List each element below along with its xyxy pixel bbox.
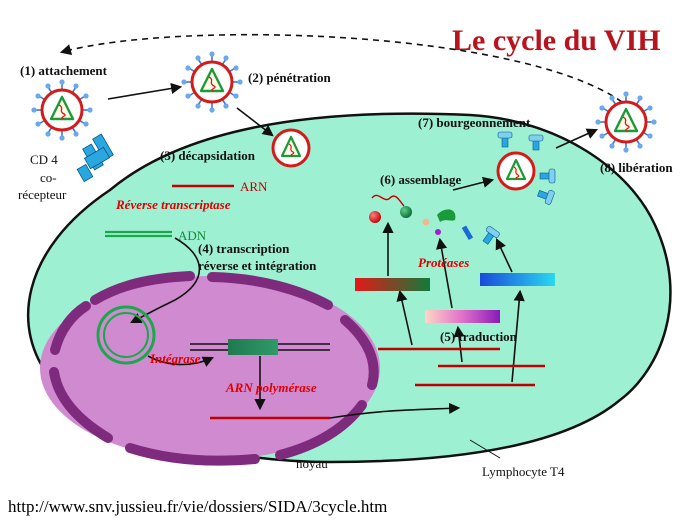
- step-1-label: (1) attachement: [20, 63, 108, 78]
- arrow-dna-nucleus: [129, 237, 201, 324]
- polyprotein-env: [480, 273, 555, 286]
- polyprotein-gag-pol: [355, 278, 430, 291]
- lymphocyte-label: Lymphocyte T4: [482, 464, 565, 479]
- arrow-assembly: [452, 176, 495, 191]
- arrow-penetrate-uncoat: [236, 107, 274, 137]
- step-4-label-line2: réverse et intégration: [198, 258, 317, 273]
- arrow-mrna-export: [329, 402, 461, 419]
- polyprotein-pink: [425, 310, 500, 323]
- circular-dna-inner: [103, 312, 149, 358]
- blue-spike-protein: [482, 225, 500, 245]
- cd4-label: CD 4: [30, 152, 58, 167]
- step-5-label: (5) traduction: [440, 329, 518, 344]
- step-2-label: (2) pénétration: [248, 70, 331, 85]
- virion-release: [593, 89, 659, 155]
- step-8-label: (8) libération: [600, 160, 673, 175]
- integrase-label: Intégrase: [149, 351, 201, 366]
- nucleus: [40, 276, 380, 460]
- title: Le cycle du VIH: [452, 24, 661, 57]
- adn-label: ADN: [178, 228, 207, 243]
- arn-label: ARN: [240, 179, 268, 194]
- co-receptor: [76, 163, 94, 183]
- arrow-integrase: [147, 355, 215, 367]
- virion-penetration: [179, 49, 245, 115]
- step-6-label: (6) assemblage: [380, 172, 461, 187]
- step-3-label: (3) décapsidation: [160, 148, 256, 163]
- blue-rod-protein: [461, 225, 474, 241]
- coreceptor-label-2: récepteur: [18, 187, 67, 202]
- step-7-label: (7) bourgeonnement: [418, 115, 531, 130]
- arrow-release: [555, 128, 599, 149]
- lymphocyte-pointer: [469, 439, 501, 459]
- coreceptor-label-1: co-: [40, 170, 57, 185]
- red-protein: [369, 211, 381, 223]
- step-4-label-line1: (4) transcription: [198, 241, 290, 256]
- source-url: http://www.snv.jussieu.fr/vie/dossiers/S…: [8, 497, 387, 516]
- proteases-label: Protéases: [418, 255, 469, 270]
- cycle-arrow: [59, 33, 623, 103]
- virion-budding: [496, 151, 536, 191]
- virion-attachment: [29, 77, 95, 143]
- integrated-provirus: [228, 339, 278, 355]
- capsid-uncoating: [271, 128, 311, 168]
- arrow-attach-penetrate: [107, 82, 183, 100]
- noyau-label: noyau: [296, 456, 328, 471]
- nuclear-envelope: [49, 271, 379, 466]
- green-protein: [400, 206, 412, 218]
- purple-protein: [435, 229, 441, 235]
- arrow-blue-protein: [495, 237, 513, 273]
- arrow-pink-protein: [436, 237, 453, 309]
- rna-squiggle: [371, 194, 405, 207]
- arrow-translate-2: [453, 325, 465, 363]
- circular-dna-outer: [96, 305, 156, 365]
- peach-protein: [422, 218, 430, 226]
- arrow-translate-1: [396, 289, 413, 346]
- cd4-receptor: [82, 133, 114, 171]
- polymerase-label: ARN polymérase: [225, 380, 317, 395]
- green-crescent-protein: [437, 209, 456, 222]
- reverse-transcriptase-label: Réverse transcriptase: [115, 197, 231, 212]
